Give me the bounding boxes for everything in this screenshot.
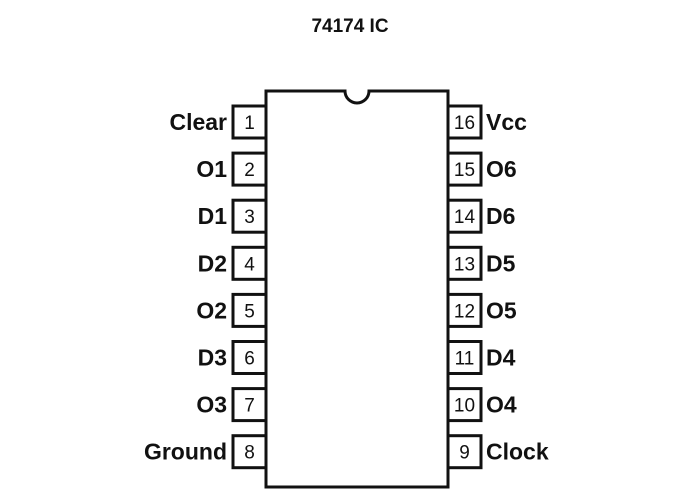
pin-label: D4: [486, 345, 516, 371]
pin-number: 8: [244, 443, 255, 464]
pin-number: 16: [454, 113, 475, 134]
pin-6: [231, 340, 268, 375]
pin-8: [231, 434, 268, 470]
pin-number: 1: [244, 113, 255, 134]
pin-number: 15: [454, 160, 475, 181]
pin-number: 7: [244, 396, 255, 417]
pin-label: O2: [196, 297, 227, 323]
pin-number: 3: [244, 207, 255, 228]
pin-11: [446, 340, 483, 375]
pin-number: 9: [459, 443, 470, 464]
pin-label: O1: [196, 156, 227, 182]
pin-label: O5: [486, 297, 517, 323]
pin-label: Vcc: [486, 109, 527, 135]
pin-number: 4: [244, 254, 255, 275]
pin-label: Clear: [169, 109, 227, 135]
pin-3: [231, 198, 268, 234]
pin-label: O6: [486, 156, 517, 182]
pin-label: O3: [196, 392, 227, 418]
diagram-title: 74174 IC: [311, 16, 389, 37]
pin-number: 10: [454, 396, 475, 417]
pin-15: [446, 151, 483, 187]
pin-4: [231, 245, 268, 281]
pin-label: D1: [198, 203, 228, 229]
pin-number: 2: [244, 160, 255, 181]
pin-number: 13: [454, 254, 475, 275]
pin-label: D6: [486, 203, 515, 229]
pin-1: [231, 104, 268, 140]
pin-12: [446, 292, 483, 328]
pin-number: 11: [455, 349, 475, 370]
ic-body: [264, 89, 450, 489]
pin-number: 5: [244, 301, 255, 322]
pin-5: [231, 292, 268, 328]
pin-10: [446, 387, 483, 423]
pin-number: 12: [454, 301, 475, 322]
pin-label: D2: [198, 250, 227, 276]
pin-13: [446, 245, 483, 281]
pin-number: 6: [244, 349, 255, 370]
pin-label: Clock: [486, 439, 549, 465]
pin-9: [446, 434, 483, 470]
pin-label: O4: [486, 392, 517, 418]
pin-16: [446, 104, 483, 140]
pin-label: Ground: [144, 439, 227, 465]
pin-7: [231, 387, 268, 423]
pin-label: D5: [486, 250, 516, 276]
pin-number: 14: [454, 207, 476, 228]
pin-label: D3: [198, 345, 227, 371]
pin-14: [446, 198, 483, 234]
pin-2: [231, 151, 268, 187]
